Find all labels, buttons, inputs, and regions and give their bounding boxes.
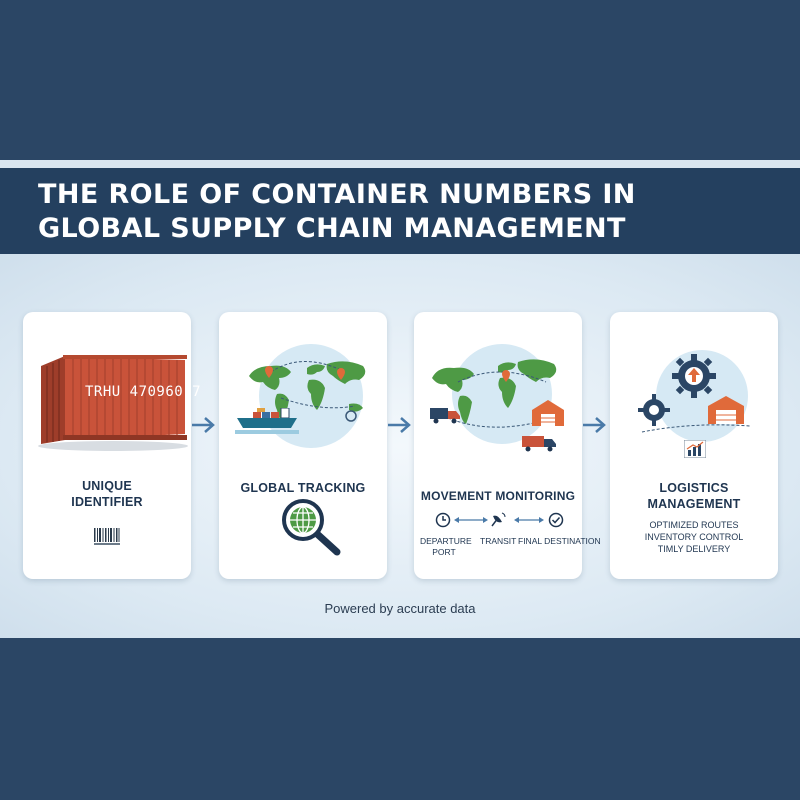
- step-departure-port: DEPARTURE PORT: [420, 536, 472, 558]
- title-band: [0, 168, 800, 254]
- step-departure-line-2: PORT: [432, 547, 456, 557]
- card-title-global-tracking: GLOBAL TRACKING: [240, 481, 366, 495]
- top-stripe: [0, 160, 800, 168]
- shipping-container-icon: [38, 355, 188, 451]
- magnifier-globe-icon: [282, 499, 341, 556]
- title-line-1: THE ROLE OF CONTAINER NUMBERS IN: [38, 179, 636, 210]
- card-title-movement-monitoring: MOVEMENT MONITORING: [420, 489, 576, 503]
- footer-caption: Powered by accurate data: [324, 601, 476, 616]
- arrow-double-icon: [454, 517, 488, 523]
- card-unique-identifier: TRHU 470960 7 UNIQUE IDENTIFIER: [23, 312, 201, 579]
- world-map-icon: [432, 344, 557, 444]
- card-title-line-1: UNIQUE: [82, 479, 132, 493]
- card-title-line-2: MANAGEMENT: [647, 497, 741, 511]
- card-global-tracking: GLOBAL TRACKING: [219, 312, 387, 579]
- truck-icon: [522, 436, 556, 452]
- container-number: TRHU 470960 7: [85, 384, 202, 400]
- card-title-unique-identifier: UNIQUE IDENTIFIER: [23, 478, 191, 510]
- logistics-list: OPTIMIZED ROUTES INVENTORY CONTROL TIMLY…: [610, 519, 778, 555]
- step-transit: TRANSIT: [480, 536, 517, 546]
- arrow-right-icon: [583, 417, 606, 433]
- barcode-icon: [94, 528, 120, 545]
- step-departure-line-1: DEPARTURE: [420, 536, 472, 546]
- chart-icon: [684, 440, 706, 458]
- list-item: INVENTORY CONTROL: [644, 532, 744, 542]
- truck-icon: [430, 408, 460, 424]
- check-circle-icon: [548, 512, 564, 528]
- list-item: TIMLY DELIVERY: [657, 544, 731, 554]
- gears-icon: [638, 350, 751, 442]
- clock-icon: [435, 512, 451, 528]
- arrow-right-icon: [192, 417, 215, 433]
- list-item: OPTIMIZED ROUTES: [649, 520, 739, 530]
- cargo-ship-icon: [235, 408, 299, 434]
- card-title-logistics-management: LOGISTICS MANAGEMENT: [610, 480, 778, 512]
- arrow-double-icon: [514, 517, 544, 523]
- warehouse-icon: [532, 400, 564, 426]
- satellite-dish-icon: [491, 512, 506, 527]
- card-title-line-1: LOGISTICS: [659, 481, 729, 495]
- page-title: THE ROLE OF CONTAINER NUMBERS IN GLOBAL …: [38, 178, 636, 246]
- card-movement-monitoring: MOVEMENT MONITORING DEPARTURE PORT TRANS…: [414, 312, 601, 579]
- arrow-right-icon: [388, 417, 411, 433]
- step-final-destination: FINAL DESTINATION: [518, 536, 601, 546]
- bottom-band: [0, 638, 800, 800]
- card-title-line-2: IDENTIFIER: [71, 495, 143, 509]
- card-logistics-management: LOGISTICS MANAGEMENT OPTIMIZED ROUTES IN…: [610, 312, 778, 579]
- title-line-2: GLOBAL SUPPLY CHAIN MANAGEMENT: [38, 213, 626, 244]
